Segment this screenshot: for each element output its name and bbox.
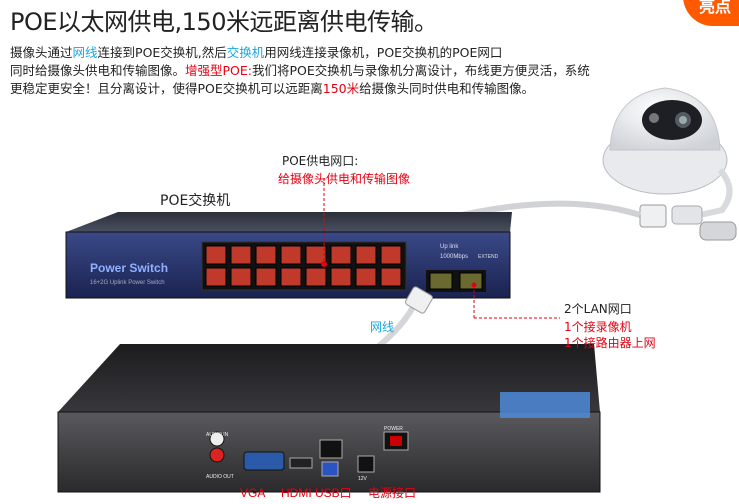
desc-text: 摄像头通过	[10, 45, 73, 60]
desc-highlight: 网线	[72, 45, 98, 60]
switch-label: POE交换机	[160, 193, 231, 209]
nvr-power-switch: POWER	[384, 426, 403, 432]
desc-text: 给摄像头同时供电和传输图像。	[359, 81, 535, 96]
poe-port-title: POE供电网口:	[282, 154, 359, 168]
desc-highlight: 150米	[322, 81, 360, 96]
nvr-sticker	[500, 392, 590, 418]
power-label: 电源接口	[368, 485, 416, 500]
poe-switch	[65, 212, 512, 299]
desc-text: 用网线连接录像机，POE交换机的POE网口	[264, 45, 503, 60]
desc-text: 我们将POE交换机与录像机分离设计，布线更方便灵活，系统	[252, 63, 590, 78]
lan-line1: 1个接录像机	[564, 320, 632, 334]
switch-extend: EXTEND	[478, 254, 499, 260]
lan-line2: 1个接路由器上网	[564, 336, 656, 350]
vga-label: VGA	[240, 486, 265, 500]
switch-uplink: Up link	[440, 244, 459, 250]
desc-text: 连接到POE交换机,然后	[97, 45, 227, 60]
dome-camera	[602, 87, 728, 195]
lan-title: 2个LAN网口	[564, 302, 632, 316]
poe-port-desc: 给摄像头供电和传输图像	[278, 172, 411, 186]
annotation-markers	[323, 178, 560, 319]
switch-brand: Power Switch	[90, 261, 168, 275]
desc-text: 同时给摄像头供电和传输图像。	[10, 63, 186, 78]
switch-speed: 1000Mbps	[440, 254, 468, 260]
desc-highlight: 增强型POE:	[185, 63, 253, 78]
desc-text: 更稳定更安全！且分离设计，使得POE交换机可以远距离	[10, 81, 323, 96]
description: 摄像头通过网线连接到POE交换机,然后交换机用网线连接录像机，POE交换机的PO…	[10, 44, 710, 98]
poe-port-grid	[205, 245, 402, 287]
usb-label: USB口	[315, 486, 352, 500]
cable-label: 网线	[370, 320, 395, 334]
desc-highlight: 交换机	[226, 45, 265, 60]
page-title: POE以太网供电,150米远距离供电传输。	[10, 8, 438, 36]
nvr-recorder	[57, 344, 601, 493]
hdmi-label: HDMI	[281, 486, 312, 500]
nvr-audio-out: AUDIO OUT	[206, 474, 234, 480]
switch-sub: 16+2G Uplink Power Switch	[90, 280, 165, 286]
nvr-audio-in: AUDIO IN	[206, 432, 229, 438]
nvr-dc: 12V	[358, 476, 368, 482]
